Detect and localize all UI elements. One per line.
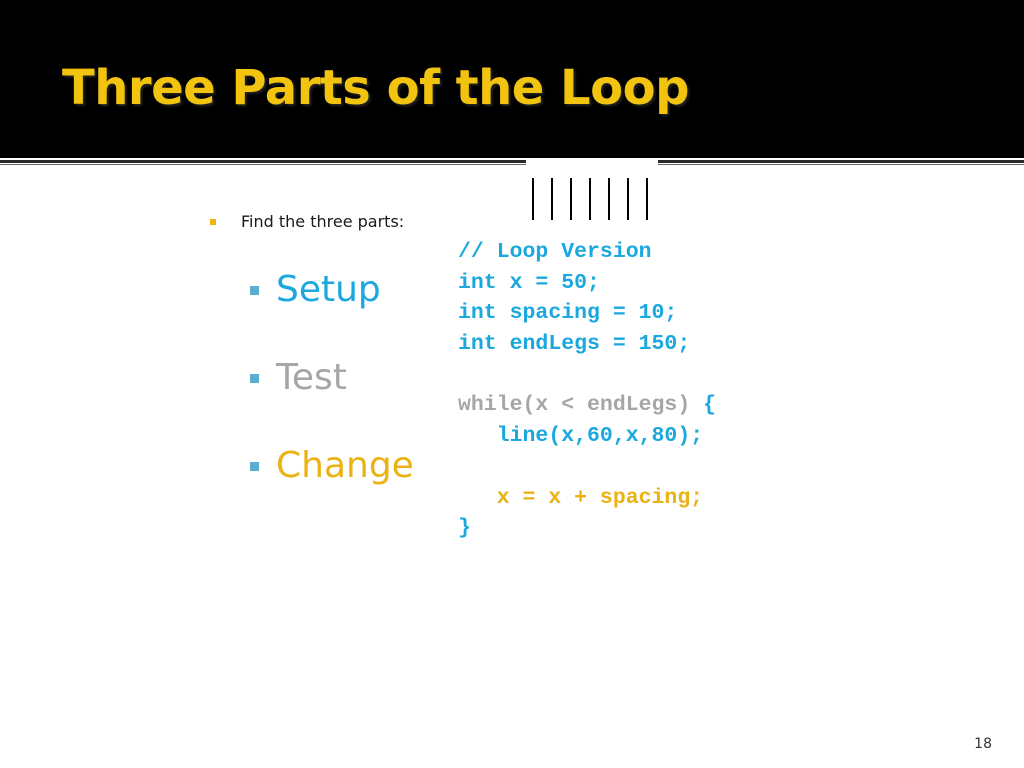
code-line: // Loop Version: [458, 237, 716, 268]
code-token: while(x < endLegs): [458, 393, 704, 418]
title-rule-thin: [0, 164, 1024, 165]
code-line: int x = 50;: [458, 268, 716, 299]
title-bar: Three Parts of the Loop: [0, 0, 1024, 158]
code-token: int endLegs = 150;: [458, 332, 691, 357]
bullet-part-text: Setup: [276, 269, 381, 310]
code-line: int endLegs = 150;: [458, 329, 716, 360]
page-number: 18: [974, 736, 992, 752]
code-line: [458, 360, 716, 391]
square-bullet-icon: [250, 285, 259, 295]
square-bullet-icon: [210, 218, 216, 225]
code-line: }: [458, 513, 716, 544]
leg-line: [627, 178, 629, 220]
bullet-main: Find the three parts:: [210, 212, 404, 231]
code-line: x = x + spacing;: [458, 483, 716, 514]
leg-line: [608, 178, 610, 220]
code-token: line(x,60,x,80);: [458, 424, 704, 449]
bullet-part-setup: Setup: [250, 268, 381, 312]
code-token: }: [458, 516, 471, 541]
leg-line: [551, 178, 553, 220]
bullet-main-text: Find the three parts:: [241, 212, 405, 231]
code-line: [458, 452, 716, 483]
bullet-part-text: Change: [276, 445, 414, 486]
code-token: // Loop Version: [458, 240, 652, 264]
square-bullet-icon: [250, 461, 259, 471]
bullet-part-test: Test: [250, 356, 347, 400]
bullet-part-change: Change: [250, 444, 414, 488]
leg-line: [646, 178, 648, 220]
code-block: // Loop Version int x = 50; int spacing = …: [458, 237, 716, 544]
leg-line: [570, 178, 572, 220]
square-bullet-icon: [250, 373, 259, 383]
code-token: int spacing = 10;: [458, 301, 678, 326]
title-rule: [0, 160, 1024, 163]
code-line: while(x < endLegs) {: [458, 390, 716, 421]
code-line: int spacing = 10;: [458, 298, 716, 329]
code-token: x = x + spacing;: [458, 485, 704, 510]
code-line: line(x,60,x,80);: [458, 421, 716, 452]
leg-line: [532, 178, 534, 220]
bullet-part-text: Test: [276, 357, 347, 398]
leg-line: [589, 178, 591, 220]
slide-title: Three Parts of the Loop: [62, 60, 689, 116]
code-token: int x = 50;: [458, 270, 600, 295]
legs-illustration: [526, 160, 658, 220]
code-token: {: [703, 393, 717, 418]
